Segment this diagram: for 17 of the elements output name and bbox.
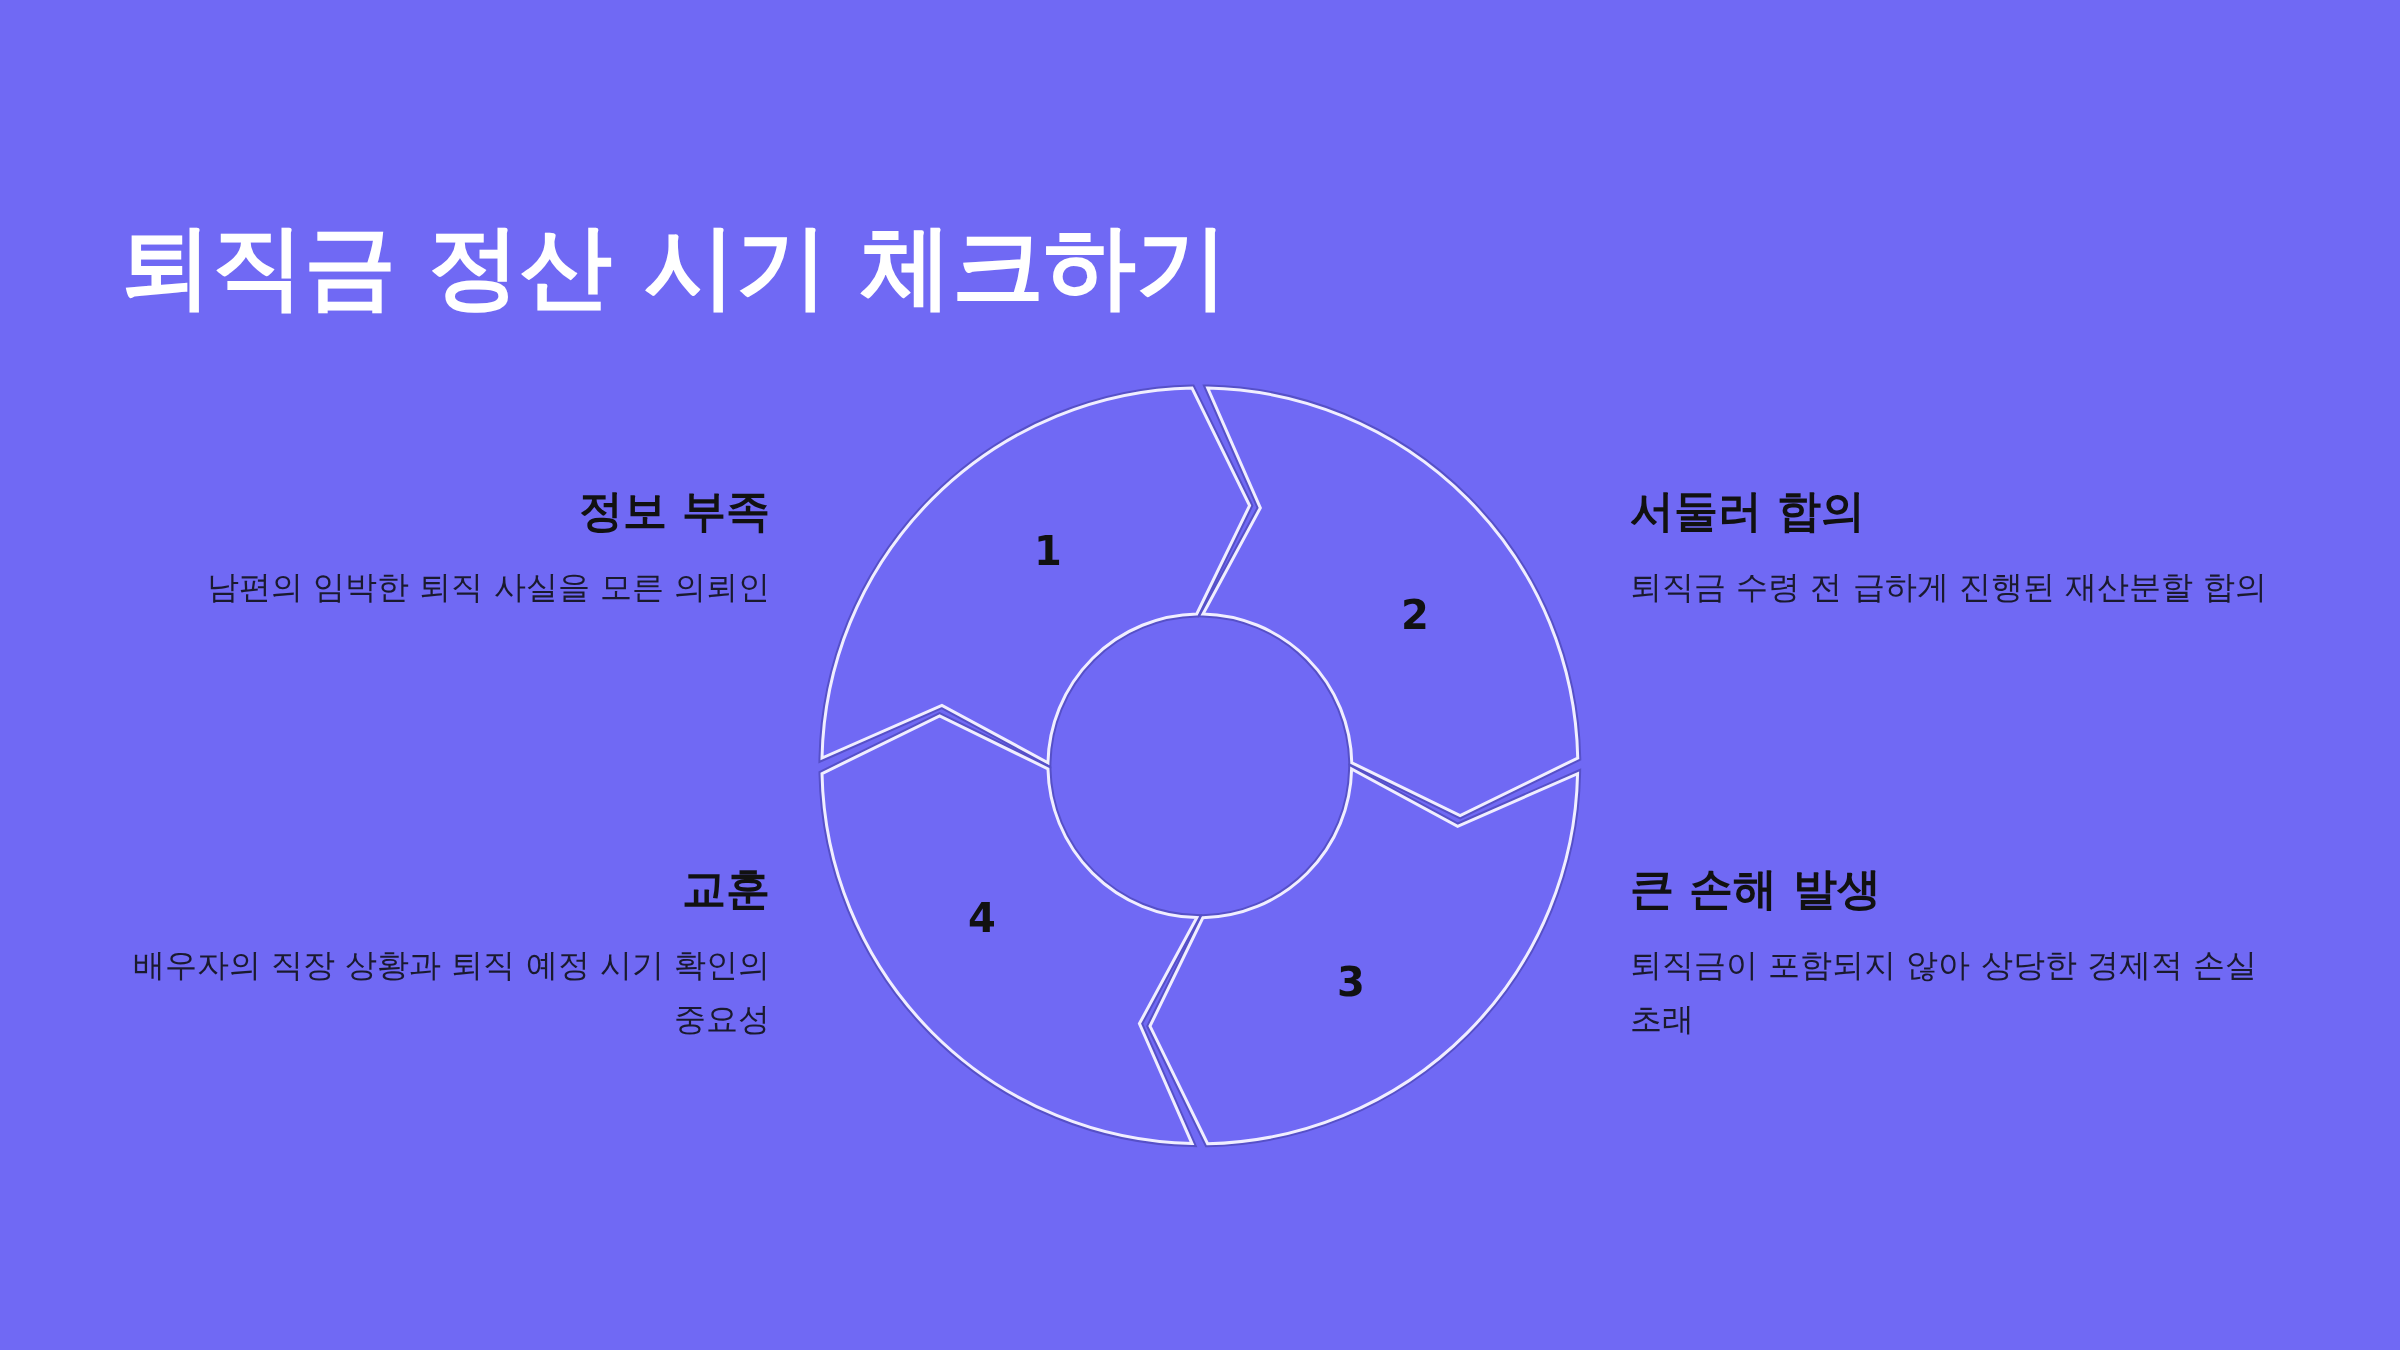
step-description: 남편의 임박한 퇴직 사실을 모른 의뢰인 [206,567,770,608]
cycle-segment [819,713,1200,1147]
step-heading: 서둘러 합의 [1630,484,1866,538]
cycle-segment [1200,385,1581,819]
step-heading: 교훈 [682,862,770,916]
step-description: 퇴직금이 포함되지 않아 상당한 경제적 손실 초래 [1630,945,2258,1040]
step-number: 4 [968,895,996,941]
step-description: 퇴직금 수령 전 급하게 진행된 재산분할 합의 [1630,567,2269,608]
cycle-segment [819,385,1253,766]
page-title: 퇴직금 정산 시기 체크하기 [120,212,1229,322]
step-number: 2 [1401,592,1429,638]
step-heading: 정보 부족 [578,484,770,538]
step-number: 3 [1337,959,1365,1005]
step-heading: 큰 손해 발생 [1630,862,1881,916]
cycle-segment [1147,766,1581,1147]
step-number: 1 [1034,528,1062,574]
step-description: 배우자의 직장 상황과 퇴직 예정 시기 확인의 중요성 [131,945,770,1040]
